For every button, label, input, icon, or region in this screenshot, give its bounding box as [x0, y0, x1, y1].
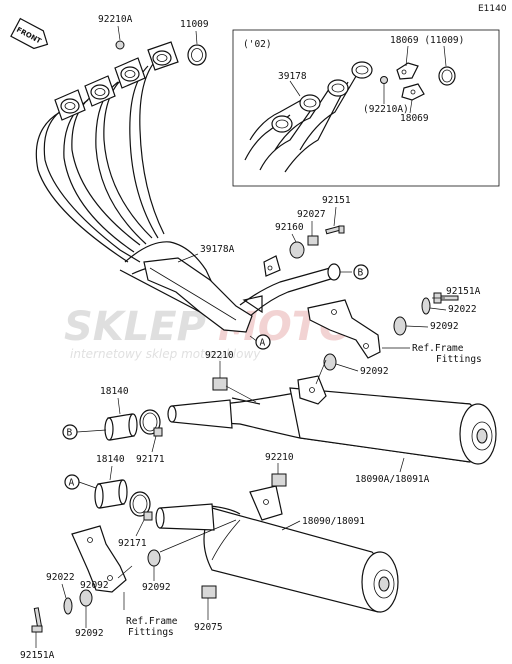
label-39178a: 39178A: [200, 244, 235, 255]
rubber-92075: [201, 585, 217, 599]
inset-pipe-end-4: [351, 61, 373, 79]
nut-92210a-top: [115, 40, 125, 50]
label-92171-a: 92171: [118, 538, 147, 549]
header-pipe-assembly: [35, 57, 341, 333]
watermark-brand-left: SKLEP: [64, 304, 206, 350]
bolt-92151-top: [325, 225, 345, 235]
damper-92092-lower: [147, 549, 161, 567]
diagram-code: E1140: [478, 4, 507, 14]
washer-92022-left: [63, 597, 73, 615]
inset-pipe-end-1: [271, 115, 293, 133]
nut-92210-mid: [212, 377, 228, 391]
callout-b-left-letter: B: [67, 428, 73, 439]
ref-frame-right-2: Fittings: [436, 354, 482, 365]
sleeve-18140-b: [104, 413, 138, 441]
sleeve-18140-a: [94, 479, 128, 509]
inset-note: ('02): [243, 39, 272, 50]
label-92151a-right: 92151A: [446, 286, 481, 297]
header-ports: [54, 41, 179, 121]
label-92151: 92151: [322, 195, 351, 206]
watermark-tagline: internetowy sklep motocyklowy: [70, 347, 261, 361]
damper-92092-right: [393, 316, 407, 336]
muffler-bracket-right: [307, 299, 381, 359]
front-arrow-icon: FRONT: [10, 17, 49, 50]
label-92171-b: 92171: [136, 454, 165, 465]
callout-b-top: B: [353, 264, 369, 280]
label-92092-lower: 92092: [142, 582, 171, 593]
callout-a-top: A: [255, 334, 271, 350]
label-92022-left: 92022: [46, 572, 75, 583]
label-92092-right-1: 92092: [430, 321, 459, 332]
label-18069-11009: 18069 (11009): [390, 35, 464, 46]
label-11009-top: 11009: [180, 19, 209, 30]
label-18140-b: 18140: [100, 386, 129, 397]
label-92160: 92160: [275, 222, 304, 233]
gasket-11009-top: [187, 44, 207, 66]
callout-a-letter: A: [260, 338, 266, 349]
label-92027: 92027: [297, 209, 326, 220]
label-18069: 18069: [400, 113, 429, 124]
label-92151a-left: 92151A: [20, 650, 55, 661]
inset-header-pipes: [244, 61, 373, 173]
muffler-lower-18090: [155, 485, 399, 613]
label-92022-right: 92022: [448, 304, 477, 315]
label-92092-left-1: 92092: [80, 580, 109, 591]
label-92210a-top: 92210A: [98, 14, 133, 25]
label-92210-mid: 92210: [205, 350, 234, 361]
washer-92022-right: [421, 297, 431, 315]
label-92092-left-2: 92092: [75, 628, 104, 639]
ref-frame-left-2: Fittings: [128, 627, 174, 638]
muffler-bracket-left: [71, 525, 127, 593]
label-18140-a: 18140: [96, 454, 125, 465]
grommet-92160: [289, 241, 305, 259]
ref-frame-left-1: Ref.Frame: [126, 616, 178, 627]
ref-frame-right-1: Ref.Frame: [412, 343, 464, 354]
clamp-92171-a: [129, 491, 153, 521]
damper-92092-left: [79, 589, 93, 607]
damper-92092-right-lower: [323, 353, 337, 371]
callout-a-left: A: [64, 474, 80, 490]
label-92210-lower: 92210: [265, 452, 294, 463]
clamp-92171-b: [139, 409, 163, 437]
bolt-92151a-left: [31, 607, 43, 633]
label-18090a-18091a: 18090A/18091A: [355, 474, 430, 485]
inset-gasket-11009: [438, 66, 456, 86]
inset-flange-18069-top: [396, 62, 419, 80]
inset-frame: [232, 29, 500, 187]
label-92092-right-2: 92092: [360, 366, 389, 377]
label-18090-18091: 18090/18091: [302, 516, 365, 527]
muffler-upper-18090a: [167, 375, 497, 465]
inset-flange-18069-bottom: [401, 83, 425, 101]
inset-pipe-end-3: [327, 79, 349, 97]
inset-pipe-end-2: [299, 94, 321, 112]
nut-92210-lower: [271, 473, 287, 487]
label-39178: 39178: [278, 71, 307, 82]
callout-b-letter: B: [358, 268, 364, 279]
collar-92027: [307, 235, 319, 246]
label-92075: 92075: [194, 622, 223, 633]
label-92210a-inset: (92210A): [363, 104, 409, 115]
callout-b-left: B: [62, 424, 78, 440]
callout-a-left-letter: A: [69, 478, 75, 489]
inset-nut-92210a: [380, 76, 388, 84]
